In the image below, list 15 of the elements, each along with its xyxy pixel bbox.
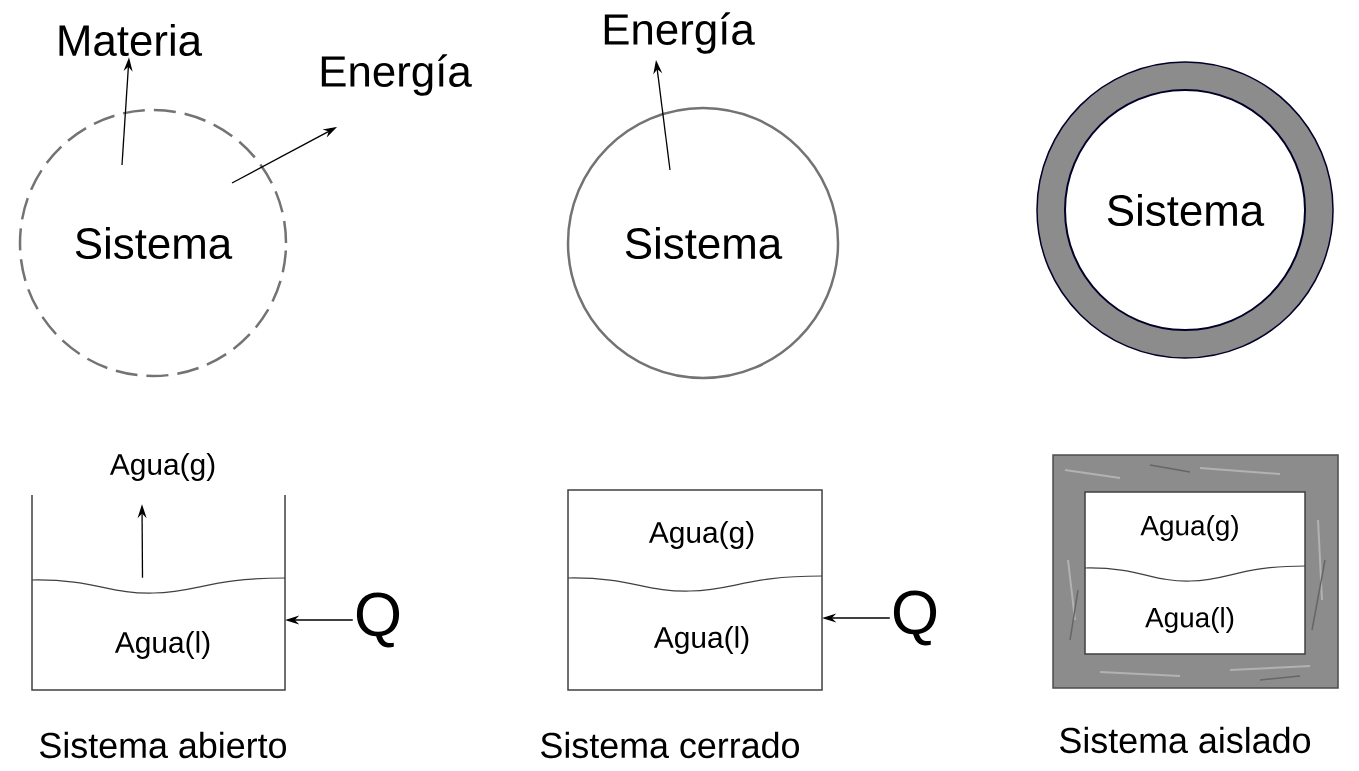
phase-label: Agua(l): [1145, 607, 1234, 633]
phase-label: Agua(g): [1140, 515, 1238, 541]
caption: Sistema abierto: [40, 731, 287, 759]
flow-label: Energía: [321, 54, 472, 96]
caption: Sistema cerrado: [541, 731, 799, 759]
flow-label: Materia: [59, 23, 203, 57]
phase-label: Agua(l): [114, 631, 210, 659]
phase-label: Agua(g): [648, 521, 754, 549]
vapor-label: Agua(g): [109, 453, 215, 481]
caption: Sistema aislado: [1060, 726, 1311, 754]
insulated-ring: Sistema: [1036, 61, 1334, 359]
heat-label: Q: [356, 592, 400, 648]
flow-label: Energía: [604, 12, 755, 54]
heat-label: Q: [893, 590, 937, 646]
phase-label: Agua(l): [653, 626, 749, 654]
